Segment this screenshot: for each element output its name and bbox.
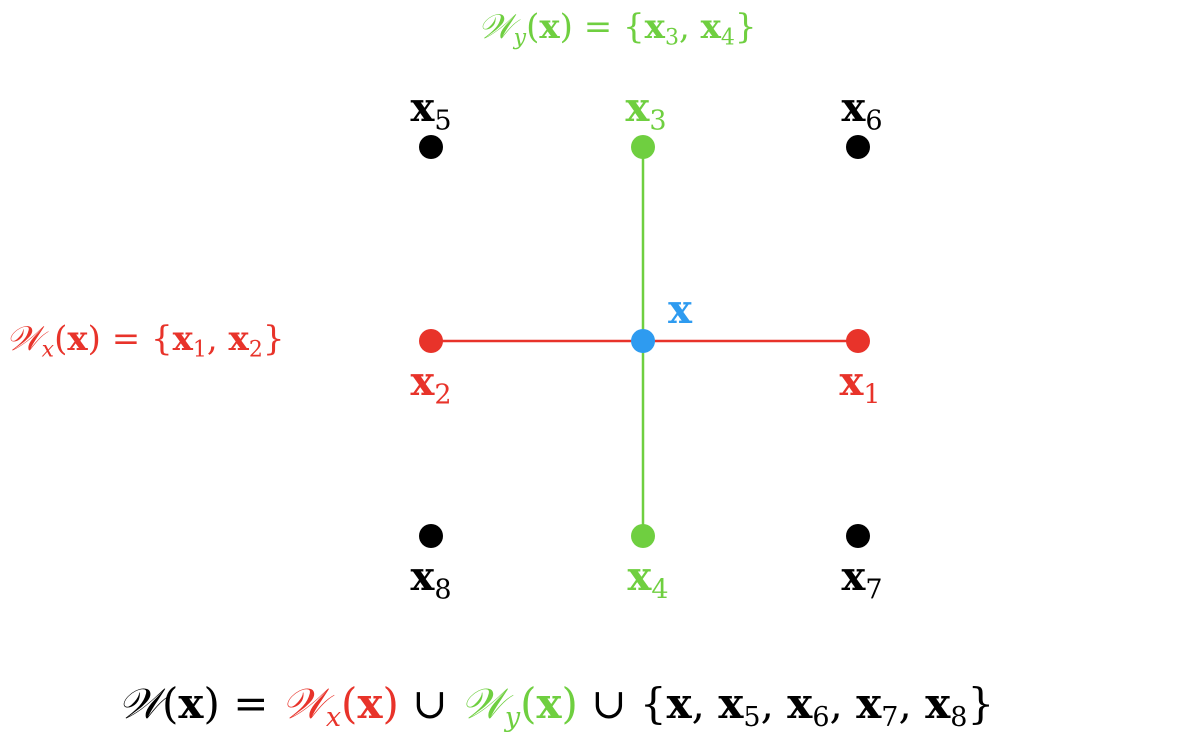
wy-set-label: 𝒲y(x) = {x3, x4} [478,7,757,51]
formula-wy-term: 𝒲y(x) [460,679,578,734]
point-x5 [419,135,443,159]
point-x3 [631,135,655,159]
point-x1 [846,329,870,353]
label-x3: x3 [625,84,667,137]
point-x [631,329,655,353]
label-x7: x7 [841,553,883,606]
formula-wx-term: 𝒲x(x) [281,679,399,734]
label-x5: x5 [410,84,452,137]
label-x1: x1 [839,358,881,411]
point-x8 [419,524,443,548]
point-x2 [419,329,443,353]
point-x7 [846,524,870,548]
label-x: x [668,286,692,333]
point-x6 [846,135,870,159]
label-x2: x2 [410,358,452,411]
union-formula: 𝒲(x) = 𝒲x(x) ∪ 𝒲y(x) ∪ {x, x5, x6, x7, x… [118,679,995,734]
label-x6: x6 [841,84,883,137]
label-x4: x4 [627,553,669,606]
label-x8: x8 [410,553,452,606]
wx-set-label: 𝒲x(x) = {x1, x2} [6,319,285,363]
point-x4 [631,524,655,548]
